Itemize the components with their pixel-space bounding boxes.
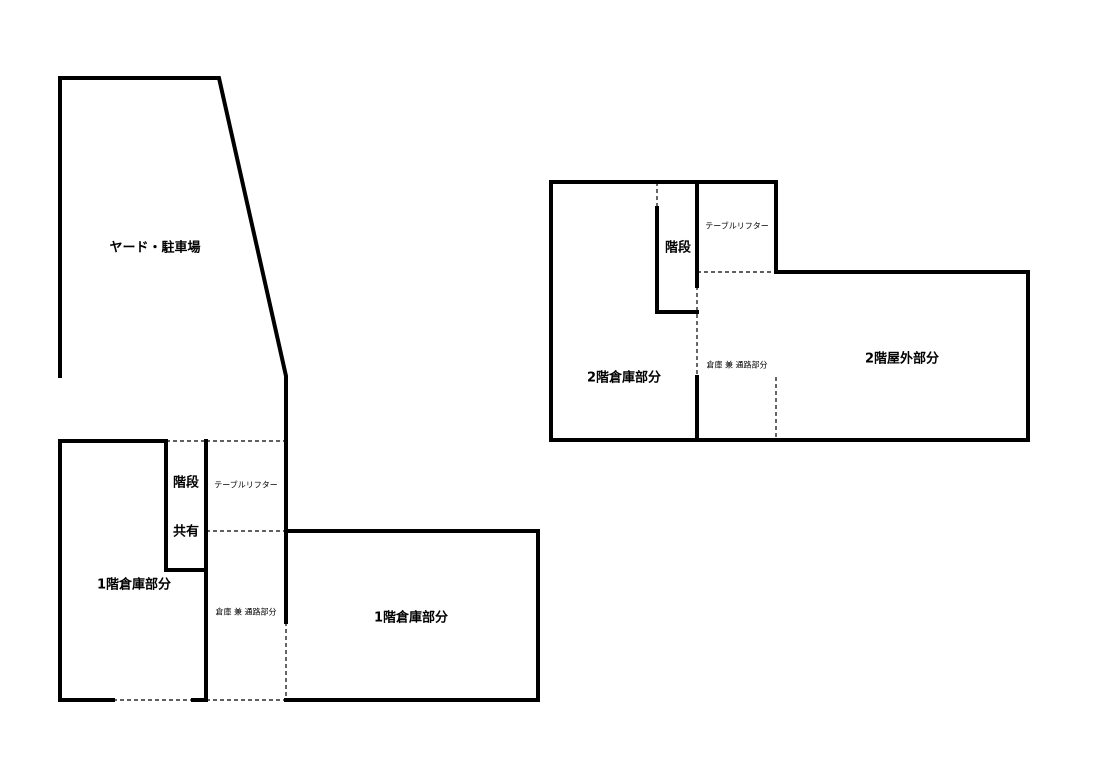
floor2-outer-wall <box>549 180 1030 442</box>
stairs-wall <box>655 206 699 314</box>
floor2-lifter-label: テーブルリフター <box>705 221 769 231</box>
floor2-outdoor-label: 2階屋外部分 <box>864 351 940 367</box>
floor1-plan <box>58 76 540 702</box>
floor1-warehouse-right-label: 1階倉庫部分 <box>373 610 449 626</box>
floor2-passage-label: 倉庫 兼 通路部分 <box>706 360 768 370</box>
floor1-lifter-label: テーブルリフター <box>214 480 278 490</box>
yard-wall <box>58 76 288 624</box>
floor1-passage-label: 倉庫 兼 通路部分 <box>215 607 277 617</box>
stairs-wall <box>164 439 208 572</box>
floor1-stairs-label: 階段 <box>172 475 200 491</box>
floor2-plan <box>549 180 1030 442</box>
floor2-warehouse-label: 2階倉庫部分 <box>586 370 662 386</box>
floor1-shared-label: 共有 <box>172 524 200 540</box>
warehouse-right-wall <box>284 529 540 702</box>
floor2-stairs-label: 階段 <box>664 240 692 256</box>
yard-parking-label: ヤード・駐車場 <box>109 240 201 256</box>
warehouse-left-wall <box>58 439 168 702</box>
floor1-warehouse-left-label: 1階倉庫部分 <box>96 577 172 593</box>
